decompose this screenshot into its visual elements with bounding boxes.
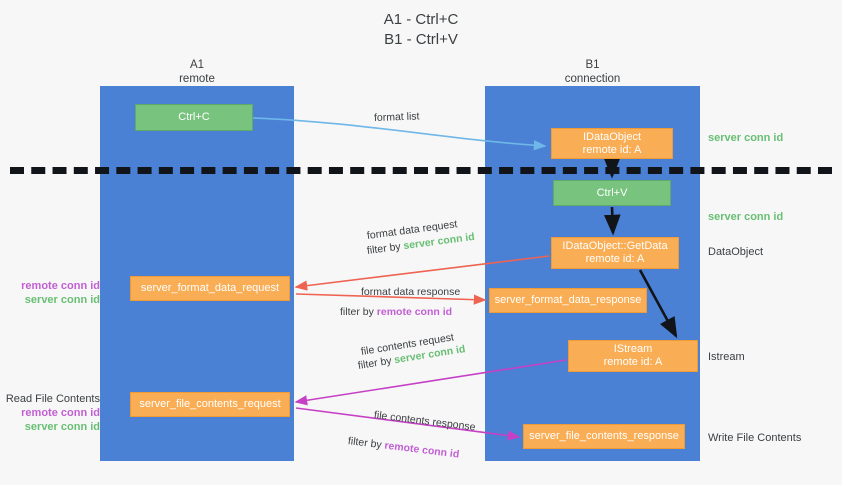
annotation-istream: Istream: [708, 351, 745, 363]
lane-header-a1-sub: remote: [179, 73, 215, 85]
title-line-1: A1 - Ctrl+C: [383, 11, 459, 28]
box-getdata-line1: IDataObject::GetData: [562, 240, 668, 252]
annotation-left-conn-ids-bottom: Read File Contents remote conn id server…: [4, 392, 100, 434]
phase-divider: [10, 167, 832, 174]
caption-file-contents-response: file contents response: [373, 408, 476, 434]
box-istream[interactable]: IStream remote id: A: [568, 340, 698, 372]
annotation-server-conn-id-mid: server conn id: [708, 211, 784, 223]
box-server-file-contents-request[interactable]: server_file_contents_request: [130, 392, 290, 417]
title-line-2: B1 - Ctrl+V: [384, 31, 458, 48]
caption-format-data-response-filter: filter by remote conn id: [340, 305, 452, 319]
box-fmt-resp-label: server_format_data_response: [494, 294, 642, 306]
box-ctrl-c[interactable]: Ctrl+C: [135, 104, 253, 131]
box-file-req-label: server_file_contents_request: [139, 398, 281, 410]
caption-format-list-text: format list: [373, 110, 420, 124]
annotation-server-conn-id-top: server conn id: [708, 132, 784, 144]
annotation-left-conn-ids-top: remote conn id server conn id: [8, 279, 100, 307]
caption-format-data-response: format data response: [361, 285, 460, 299]
box-server-format-data-request[interactable]: server_format_data_request: [130, 276, 290, 301]
box-idataobject-line1: IDataObject: [582, 130, 642, 143]
box-istream-line2: remote id: A: [603, 356, 663, 368]
caption-fcresp-filter-value: remote conn id: [383, 439, 460, 461]
box-file-resp-label: server_file_contents_response: [529, 430, 679, 442]
lane-header-a1: A1 remote: [100, 58, 294, 86]
annotation-remote-conn-id-1: remote conn id: [21, 280, 100, 292]
lane-header-b1: B1 connection: [485, 58, 700, 86]
box-idataobject-getdata[interactable]: IDataObject::GetData remote id: A: [551, 237, 679, 269]
lane-header-b1-sub: connection: [564, 73, 621, 85]
box-server-format-data-response[interactable]: server_format_data_response: [489, 288, 647, 313]
caption-file-contents-response-text: file contents response: [373, 409, 477, 434]
caption-format-data-response-text: format data response: [361, 286, 461, 298]
annotation-dataobject: DataObject: [708, 246, 764, 258]
box-ctrl-v[interactable]: Ctrl+V: [553, 180, 671, 206]
box-idataobject-line2: remote id: A: [582, 143, 642, 156]
caption-fdresp-filter-value: remote conn id: [376, 306, 453, 318]
box-server-file-contents-response[interactable]: server_file_contents_response: [523, 424, 685, 449]
lane-header-b1-name: B1: [585, 59, 600, 71]
box-ctrl-v-label: Ctrl+V: [596, 186, 628, 199]
box-ctrl-c-label: Ctrl+C: [178, 111, 210, 123]
caption-file-contents-response-filter: filter by remote conn id: [347, 434, 460, 462]
caption-fdresp-filter-prefix: filter by: [340, 306, 377, 318]
caption-format-list: format list: [374, 109, 420, 125]
box-idataobject[interactable]: IDataObject remote id: A: [551, 128, 673, 159]
annotation-remote-conn-id-2: remote conn id: [21, 407, 100, 419]
annotation-server-conn-id-left-1: server conn id: [24, 294, 100, 306]
page-title: A1 - Ctrl+C B1 - Ctrl+V: [0, 10, 842, 50]
annotation-write-file-contents: Write File Contents: [708, 432, 802, 444]
annotation-read-file-contents: Read File Contents: [5, 393, 100, 405]
lane-header-a1-name: A1: [189, 59, 205, 71]
box-fmt-req-label: server_format_data_request: [140, 282, 280, 294]
box-getdata-line2: remote id: A: [585, 253, 645, 265]
caption-fcresp-filter-prefix: filter by: [347, 435, 386, 452]
caption-fdreq-filter-prefix: filter by: [366, 240, 405, 257]
annotation-server-conn-id-left-2: server conn id: [24, 421, 100, 433]
box-istream-line1: IStream: [613, 343, 653, 355]
